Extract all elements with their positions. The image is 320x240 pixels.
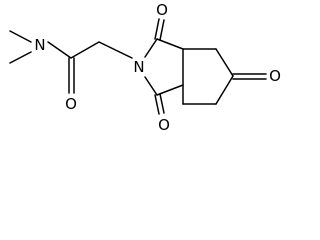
- bond-carbonyl-ch2: [70, 41, 100, 59]
- atom-label-amide-nitrogen: N: [34, 36, 45, 54]
- atom-label-amide-oxygen: O: [65, 95, 77, 113]
- atom-labels: N O N O O O: [34, 1, 281, 134]
- bond-c-bottom-ring-junction: [156, 84, 184, 96]
- bond-c-top-ring-junction: [156, 38, 184, 50]
- bond-imide-co-top-2: [159, 19, 165, 41]
- bond-imide-co-top-1: [154, 18, 160, 40]
- atom-label-imide-nitrogen: N: [133, 58, 144, 76]
- bond-lines: [9, 18, 267, 115]
- bond-imide-co-bottom-1: [154, 94, 160, 115]
- atom-label-ketone-oxygen: O: [269, 67, 281, 85]
- bond-n-c-top: [144, 38, 158, 58]
- atom-label-imide-oxygen-top: O: [156, 1, 168, 19]
- bond-ch2-imide-n: [98, 41, 133, 59]
- bond-methyl-1: [9, 30, 32, 43]
- bond-imide-co-bottom-2: [159, 93, 165, 114]
- chemical-structure: N O N O O O: [9, 1, 281, 134]
- bond-n-carbonyl: [47, 41, 72, 59]
- atom-label-imide-oxygen-bottom: O: [158, 116, 170, 134]
- bond-c-ketone-carbon: [215, 48, 234, 77]
- bond-ketone-carbon-c: [215, 75, 234, 105]
- bond-n-c-bottom: [144, 76, 158, 96]
- bond-methyl-2: [9, 51, 32, 64]
